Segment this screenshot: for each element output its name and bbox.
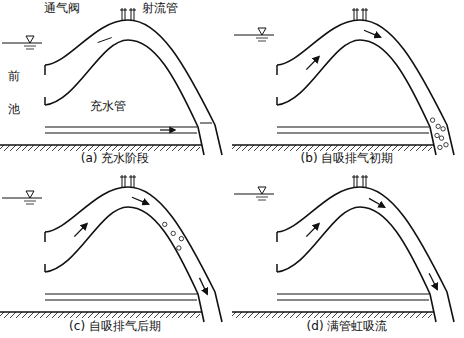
water-surface <box>2 43 42 44</box>
charging-pipe <box>277 299 429 300</box>
air-bubble <box>163 222 167 226</box>
water-level-tick <box>256 197 268 198</box>
panel-caption: (d) 满管虹吸流 <box>307 320 388 333</box>
intake-lip <box>44 264 46 272</box>
panel-caption: (a) 充水阶段 <box>81 152 150 165</box>
air-bubble <box>441 127 445 131</box>
charging-pipe <box>45 126 197 127</box>
vent-cap <box>361 10 368 11</box>
intake-lip <box>44 232 46 242</box>
water-level-tick <box>26 49 34 50</box>
ground-hatch <box>232 145 432 151</box>
downstream-water-surface <box>200 123 212 124</box>
air-bubble <box>430 118 434 122</box>
ground-line <box>0 144 202 145</box>
flow-arrow <box>306 57 319 70</box>
flow-arrow <box>199 278 207 294</box>
air-bubble <box>177 246 181 250</box>
siphon-outer-wall <box>45 187 222 322</box>
air-bubble <box>436 124 440 128</box>
intake-lip <box>44 97 46 105</box>
siphon-inner-wall <box>277 40 436 155</box>
water-level-tick <box>258 200 266 201</box>
panel-caption: (b) 自吸排气初期 <box>301 152 394 165</box>
intake-lip <box>276 97 278 105</box>
siphon-outer-wall <box>277 187 454 322</box>
flow-arrow <box>429 273 437 289</box>
flow-arrow <box>364 30 381 37</box>
charging-pipe <box>45 132 197 133</box>
siphon-panel <box>0 8 222 155</box>
air-bubble <box>438 145 442 149</box>
ground-line <box>232 144 434 145</box>
water-level-symbol <box>26 36 34 43</box>
water-level-tick <box>24 201 36 202</box>
vent-cap <box>361 177 368 178</box>
part-label: 充水管 <box>90 100 126 113</box>
siphon-inner-wall <box>45 40 204 155</box>
charging-pipe <box>45 299 197 300</box>
siphon-panel <box>232 8 454 155</box>
water-surface <box>234 35 274 36</box>
vent-cap <box>352 10 359 11</box>
water-level-symbol <box>258 187 266 194</box>
part-label: 池 <box>8 103 20 116</box>
panel-caption: (c) 自吸排气后期 <box>69 320 161 333</box>
water-level-tick <box>26 204 34 205</box>
part-label: 通气阀 <box>44 2 80 15</box>
flow-arrow <box>132 197 149 204</box>
water-level-symbol <box>26 191 34 198</box>
air-bubble <box>444 143 448 147</box>
siphon-panel <box>232 175 454 322</box>
ground-hatch <box>0 145 200 151</box>
part-label: 前 <box>8 70 20 83</box>
water-surface <box>2 198 42 199</box>
water-level-tick <box>24 46 36 47</box>
intake-lip <box>276 232 278 242</box>
vent-cap <box>129 177 136 178</box>
air-bubble <box>171 231 175 235</box>
air-bubble <box>439 136 443 140</box>
part-label: 射流管 <box>142 2 178 15</box>
charging-pipe <box>277 126 429 127</box>
ground-hatch <box>0 312 200 318</box>
ground-line <box>232 311 434 312</box>
charging-pipe <box>277 293 429 294</box>
siphon-outer-wall <box>277 20 454 155</box>
vent-cap <box>120 177 127 178</box>
vent-cap <box>129 10 136 11</box>
water-level-tick <box>258 41 266 42</box>
flow-arrow <box>369 198 385 207</box>
water-level-tick <box>256 38 268 39</box>
siphon-inner-wall <box>277 207 436 322</box>
flow-arrow <box>306 224 319 237</box>
charging-pipe <box>277 132 429 133</box>
siphon-outer-wall <box>45 20 222 155</box>
intake-lip <box>276 65 278 75</box>
siphon-inner-wall <box>45 207 204 322</box>
siphon-panel <box>0 175 222 322</box>
intake-lip <box>44 65 46 75</box>
air-bubble <box>435 133 439 137</box>
pipe-water-surface <box>98 38 112 43</box>
flow-arrow <box>74 224 87 237</box>
charge-flow-arrow <box>160 129 175 130</box>
water-level-symbol <box>258 28 266 35</box>
vent-cap <box>352 177 359 178</box>
water-surface <box>234 194 274 195</box>
charging-pipe <box>45 293 197 294</box>
intake-lip <box>276 264 278 272</box>
vent-cap <box>120 10 127 11</box>
ground-hatch <box>232 312 432 318</box>
ground-line <box>0 311 202 312</box>
air-bubble <box>179 236 183 240</box>
